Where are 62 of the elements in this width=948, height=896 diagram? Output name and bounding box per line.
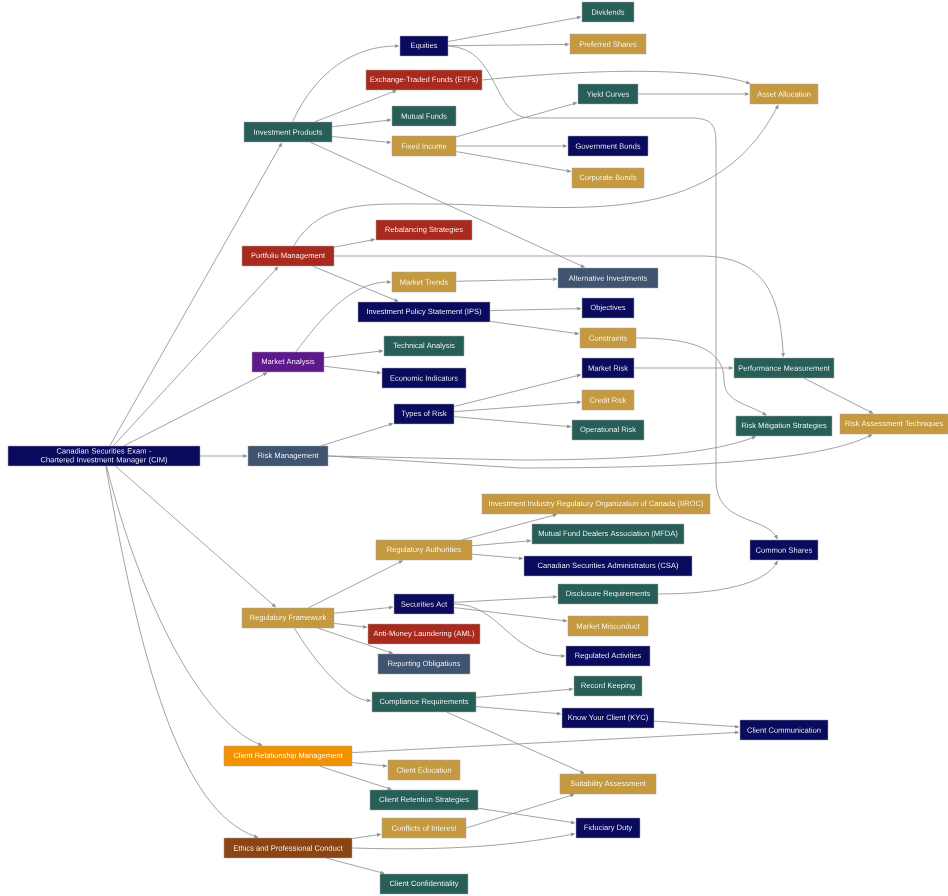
- arrow: [461, 513, 557, 541]
- arrow: [295, 280, 391, 353]
- arrow: [471, 539, 531, 547]
- arrow: [333, 238, 375, 248]
- arrow: [455, 144, 567, 148]
- arrow: [293, 104, 779, 247]
- arrow: [293, 627, 371, 703]
- arrow: [447, 42, 569, 47]
- arrow: [803, 377, 874, 414]
- arrow: [455, 102, 578, 138]
- arrow: [320, 423, 394, 447]
- arrow: [113, 266, 279, 447]
- arrow: [351, 833, 381, 839]
- arrow: [657, 560, 778, 595]
- arrow: [453, 374, 582, 407]
- arrow: [106, 465, 263, 746]
- arrow: [351, 730, 739, 753]
- arrow: [453, 416, 571, 429]
- arrow: [323, 365, 381, 375]
- arrow: [489, 320, 579, 336]
- arrow: [477, 807, 575, 825]
- arrow: [453, 607, 567, 623]
- arrow: [310, 141, 585, 268]
- arrow: [115, 465, 276, 608]
- arrow: [446, 711, 585, 774]
- arrow: [333, 255, 785, 357]
- arrow: [123, 372, 268, 447]
- arrow: [455, 151, 571, 173]
- arrow: [308, 560, 403, 609]
- arrow: [317, 627, 393, 654]
- arrow: [333, 623, 367, 629]
- arrow: [465, 793, 575, 829]
- arrow: [471, 553, 523, 560]
- arrow: [326, 857, 385, 875]
- arrow: [447, 16, 581, 42]
- arrow: [323, 349, 383, 359]
- arrow: [105, 465, 259, 838]
- arrow: [475, 687, 573, 698]
- arrow: [109, 142, 282, 447]
- arrow: [292, 44, 399, 123]
- arrow: [331, 136, 391, 144]
- arrow: [333, 605, 393, 614]
- arrow: [453, 400, 581, 413]
- arrow: [637, 92, 749, 96]
- arrow: [312, 265, 399, 302]
- arrow: [319, 765, 392, 790]
- arrow: [653, 720, 739, 729]
- arrow: [314, 90, 397, 123]
- arrow: [199, 454, 247, 458]
- arrow: [635, 337, 767, 416]
- arrow: [481, 70, 751, 84]
- arrow: [453, 603, 565, 658]
- arrow: [447, 45, 778, 540]
- arrow: [455, 277, 557, 282]
- arrow: [475, 706, 561, 716]
- arrow: [489, 306, 581, 311]
- arrow: [351, 832, 575, 850]
- arrow: [453, 595, 557, 603]
- arrow: [327, 436, 756, 461]
- arrow: [331, 118, 391, 128]
- arrow: [351, 762, 387, 768]
- arrow: [633, 366, 733, 370]
